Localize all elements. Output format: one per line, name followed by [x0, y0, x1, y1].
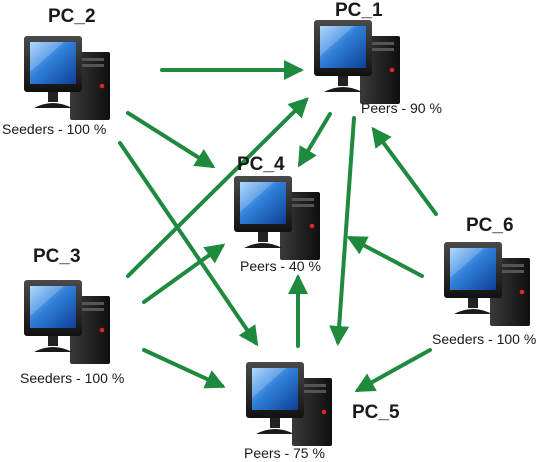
pc4-computer-icon [234, 176, 320, 260]
edges [118, 60, 438, 392]
edge-pc3-pc5 [142, 348, 226, 389]
pc1-name: PC_1 [335, 0, 383, 21]
pc4-status: Peers - 40 % [240, 258, 321, 274]
pc2-computer-icon [24, 36, 110, 120]
pc3-status: Seeders - 100 % [20, 370, 125, 386]
edge-pc1-pc5 [329, 116, 356, 346]
pc1-status: Peers - 90 % [361, 100, 442, 116]
pc5-status: Peers - 75 % [244, 445, 325, 461]
edge-pc6-pc1 [371, 126, 438, 216]
edge-pc6-pc4 [346, 236, 424, 278]
pc5-name: PC_5 [352, 402, 400, 423]
pc2-status: Seeders - 100 % [2, 121, 107, 137]
edge-pc2-pc4 [126, 111, 216, 169]
edge-pc1-pc4 [297, 112, 332, 168]
edge-pc3-pc4 [142, 243, 226, 304]
pc1-computer-icon [314, 20, 400, 104]
pc4-name: PC_4 [237, 154, 285, 175]
edge-pc2-pc5 [118, 141, 259, 347]
pc3-computer-icon [24, 280, 110, 364]
pc6-computer-icon [444, 242, 530, 326]
pc5-computer-icon [246, 362, 332, 446]
pc3-name: PC_3 [33, 246, 81, 267]
edge-pc6-pc5 [354, 348, 432, 392]
pc6-name: PC_6 [466, 215, 514, 236]
pc6-status: Seeders - 100 % [432, 331, 537, 347]
edge-pc3-pc1 [126, 97, 309, 278]
pc2-name: PC_2 [48, 6, 96, 27]
